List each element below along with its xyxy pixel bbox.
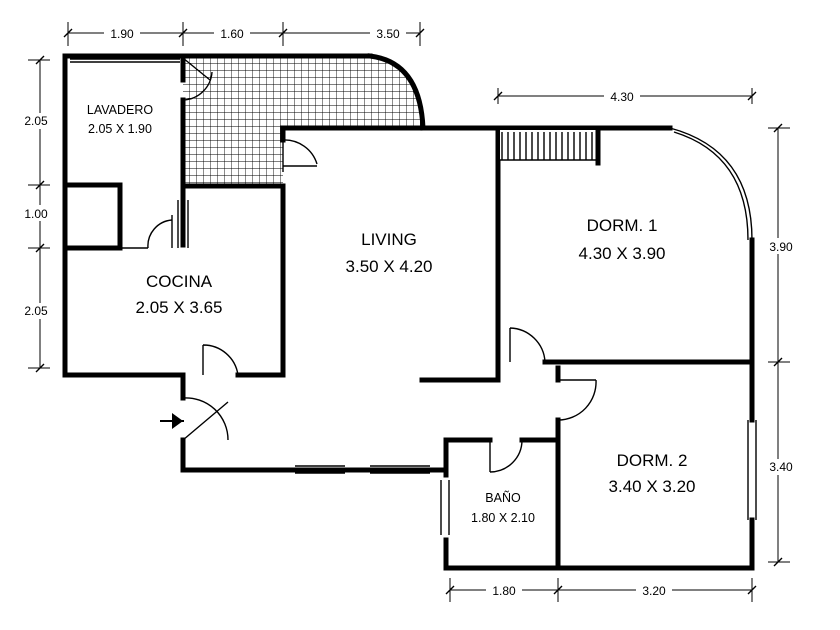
doors — [122, 57, 597, 473]
dim-right-2: 3.40 — [769, 460, 793, 474]
dim-left-3: 2.05 — [24, 304, 48, 318]
room-cocina-name: COCINA — [146, 272, 213, 291]
windows — [70, 58, 757, 535]
dim-left-2: 1.00 — [24, 207, 48, 221]
closet-dorm1 — [500, 132, 598, 161]
walls — [62, 53, 755, 571]
room-dorm2-name: DORM. 2 — [617, 451, 688, 470]
room-bano-size: 1.80 X 2.10 — [471, 511, 535, 525]
room-dorm1-name: DORM. 1 — [587, 216, 658, 235]
dim-right-1: 3.90 — [769, 240, 793, 254]
dim-bottom-2: 3.20 — [642, 584, 666, 598]
dim-top-dorm: 4.30 — [610, 90, 634, 104]
room-living-name: LIVING — [361, 230, 417, 249]
room-dorm1-size: 4.30 X 3.90 — [579, 244, 666, 263]
dimension-labels: 1.90 1.60 3.50 4.30 2.05 1.00 2.05 3.90 … — [18, 25, 800, 598]
entrance-arrow-icon — [160, 413, 184, 429]
dimension-lines — [28, 22, 790, 602]
dim-top-2: 1.60 — [220, 27, 244, 41]
room-bano-name: BAÑO — [485, 491, 521, 505]
terrace — [183, 53, 426, 186]
dim-top-3: 3.50 — [376, 27, 400, 41]
room-labels: LAVADERO 2.05 X 1.90 COCINA 2.05 X 3.65 … — [87, 103, 696, 525]
dim-bottom-1: 1.80 — [492, 584, 516, 598]
room-lavadero-name: LAVADERO — [87, 103, 154, 117]
dim-left-1: 2.05 — [24, 114, 48, 128]
room-lavadero-size: 2.05 X 1.90 — [88, 122, 152, 136]
room-living-size: 3.50 X 4.20 — [346, 257, 433, 276]
room-cocina-size: 2.05 X 3.65 — [136, 298, 223, 317]
room-dorm2-size: 3.40 X 3.20 — [609, 477, 696, 496]
dim-top-1: 1.90 — [110, 27, 134, 41]
